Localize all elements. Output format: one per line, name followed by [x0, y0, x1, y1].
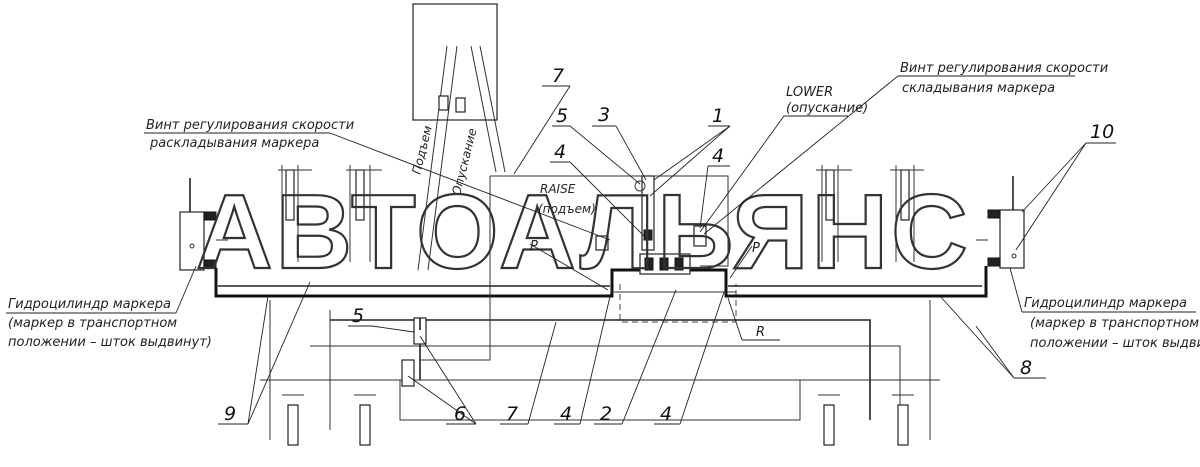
unfold-speed-label-1: Винт регулирования скорости	[146, 118, 354, 133]
callout-9: 9	[224, 403, 236, 425]
callout-8: 8	[1020, 357, 1032, 379]
lower-label-1: LOWER	[786, 85, 833, 100]
callout-4d: 4	[660, 403, 672, 425]
callout-3: 3	[598, 104, 610, 126]
callout-4b: 4	[712, 145, 724, 167]
watermark: АВТОАЛЬЯНС	[196, 173, 971, 291]
upper-cylinders-left	[278, 165, 382, 262]
return-lines	[260, 290, 940, 440]
tractor-box	[412, 3, 506, 271]
callout-1: 1	[712, 105, 724, 127]
lower-cylinders	[282, 394, 914, 446]
marker-cylinder-right	[987, 176, 1025, 269]
unfold-speed-label-2: раскладывания маркера	[149, 136, 319, 151]
cyl-right-label-3: положении – шток выдвинут)	[1030, 336, 1200, 351]
callout-2: 2	[600, 403, 612, 425]
callout-4c: 4	[560, 403, 572, 425]
raise-label-1: RAISE	[540, 182, 576, 196]
flow-regulators	[401, 317, 427, 387]
valve-block	[595, 175, 707, 275]
cyl-left-label-2: (маркер в транспортном	[8, 316, 177, 331]
port-r: R	[756, 325, 765, 340]
callout-7a: 7	[552, 65, 564, 87]
callout-10: 10	[1090, 121, 1114, 143]
callout-5b: 5	[352, 305, 364, 327]
callout-4a: 4	[554, 141, 566, 163]
lower-label-2: (опускание)	[786, 101, 868, 116]
fold-speed-label-2: складывания маркера	[902, 81, 1055, 96]
cyl-left-label-1: Гидроцилиндр маркера	[8, 297, 171, 312]
main-frame	[489, 175, 737, 323]
labels: LOWER (опускание) RAISE (подъем) Винт ре…	[6, 61, 1200, 351]
raise-label-2: (подъем)	[538, 202, 596, 216]
callout-7b: 7	[506, 403, 518, 425]
port-p-right: P	[752, 241, 760, 256]
pressure-lines	[214, 239, 988, 298]
cyl-left-label-3: положении – шток выдвинут)	[8, 335, 212, 350]
cyl-right-label-2: (маркер в транспортном	[1030, 316, 1199, 331]
callouts: 1 3 5 4 4 7 10 5 9 6 7 4 2 4 8	[218, 65, 1116, 425]
leader-lines	[175, 75, 1087, 425]
upper-cylinders-right	[816, 165, 924, 262]
cyl-right-label-1: Гидроцилиндр маркера	[1024, 296, 1187, 311]
callout-6: 6	[454, 403, 466, 425]
callout-5a: 5	[556, 105, 568, 127]
marker-cylinder-left	[179, 178, 217, 271]
fold-speed-label-1: Винт регулирования скорости	[900, 61, 1108, 76]
